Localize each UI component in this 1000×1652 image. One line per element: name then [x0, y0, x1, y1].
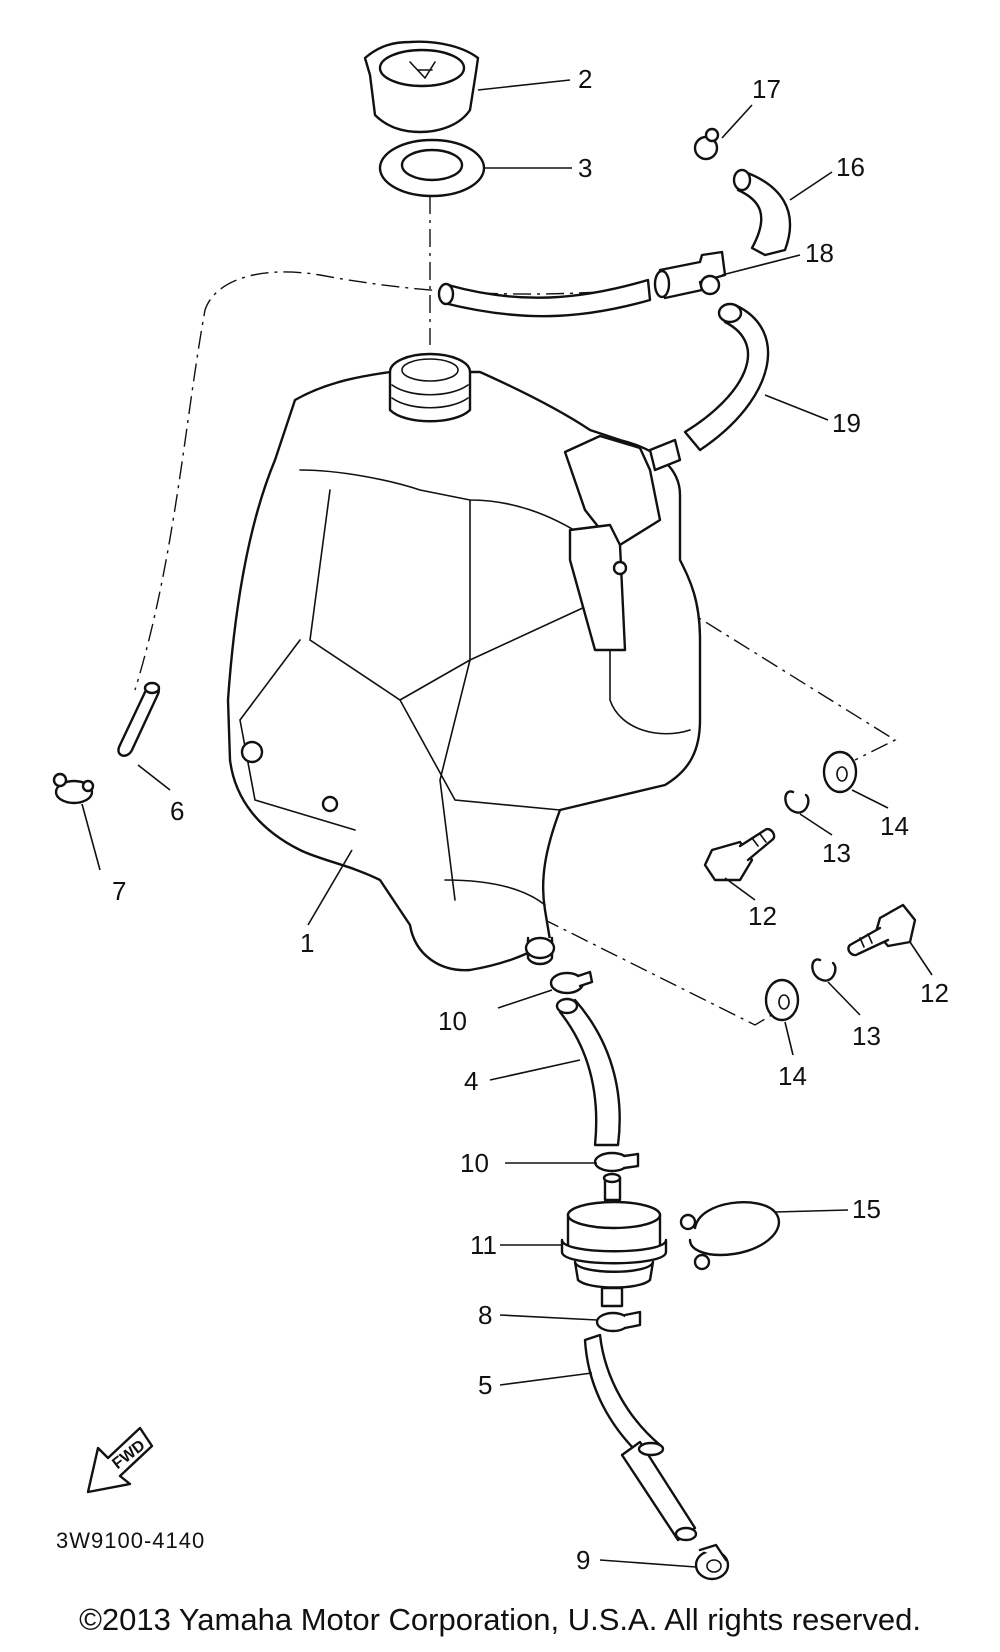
- bolt-12-upper[interactable]: [703, 827, 776, 882]
- hose-clamp-10-lower[interactable]: [593, 1151, 640, 1173]
- callout-3: 3: [578, 153, 592, 183]
- drawing-code: 3W9100-4140: [56, 1528, 205, 1553]
- callout-4: 4: [464, 1066, 478, 1096]
- hose-clip-7[interactable]: [52, 772, 95, 805]
- callout-8: 8: [478, 1300, 492, 1330]
- leader-lines: [81, 79, 933, 1568]
- hose-end-9[interactable]: [694, 1543, 730, 1581]
- vent-hose-16[interactable]: [732, 168, 792, 257]
- hose-clamp-10-upper[interactable]: [549, 970, 594, 995]
- callout-13-upper: 13: [822, 838, 851, 868]
- fuel-hose-5[interactable]: [583, 1333, 698, 1542]
- callout-10-upper: 10: [438, 1006, 467, 1036]
- vent-hose-upper[interactable]: [437, 278, 652, 318]
- washer-14-lower[interactable]: [764, 978, 800, 1022]
- callout-19: 19: [832, 408, 861, 438]
- lock-washer-13-lower[interactable]: [811, 958, 837, 982]
- callout-labels: 2 3 17 16 18 19 6 7 1 14 13 12 12 13 14 …: [112, 64, 949, 1575]
- callout-14-upper: 14: [880, 811, 909, 841]
- filter-clip[interactable]: [679, 1201, 781, 1271]
- cap-gasket[interactable]: [378, 138, 486, 198]
- callout-5: 5: [478, 1370, 492, 1400]
- callout-11: 11: [470, 1230, 497, 1260]
- fuel-filter[interactable]: [560, 1172, 668, 1308]
- washer-14-upper[interactable]: [822, 750, 858, 794]
- callout-18: 18: [805, 238, 834, 268]
- callout-15: 15: [852, 1194, 881, 1224]
- bolt-12-lower[interactable]: [847, 903, 917, 957]
- forward-arrow-icon: FWD: [86, 1426, 154, 1494]
- callout-1: 1: [300, 928, 314, 958]
- callout-12-lower: 12: [920, 978, 949, 1008]
- callout-13-lower: 13: [852, 1021, 881, 1051]
- hose-clip-17[interactable]: [693, 127, 720, 161]
- copyright-notice: ©2013 Yamaha Motor Corporation, U.S.A. A…: [79, 1602, 921, 1637]
- fuel-cap[interactable]: [363, 40, 480, 134]
- hose-clamp-8[interactable]: [595, 1310, 642, 1333]
- fuel-tank[interactable]: [226, 352, 702, 972]
- callout-7: 7: [112, 876, 126, 906]
- callout-6: 6: [170, 796, 184, 826]
- vent-hose-19[interactable]: [648, 302, 770, 472]
- callout-2: 2: [578, 64, 592, 94]
- lock-washer-13-upper[interactable]: [784, 790, 810, 814]
- fuel-hose-4[interactable]: [555, 997, 621, 1147]
- callout-14-lower: 14: [778, 1061, 807, 1091]
- callout-10-lower: 10: [460, 1148, 489, 1178]
- t-joint[interactable]: [653, 250, 727, 300]
- callout-12-upper: 12: [748, 901, 777, 931]
- callout-9: 9: [576, 1545, 590, 1575]
- callout-16: 16: [836, 152, 865, 182]
- callout-17: 17: [752, 74, 781, 104]
- breather-pipe[interactable]: [117, 681, 161, 757]
